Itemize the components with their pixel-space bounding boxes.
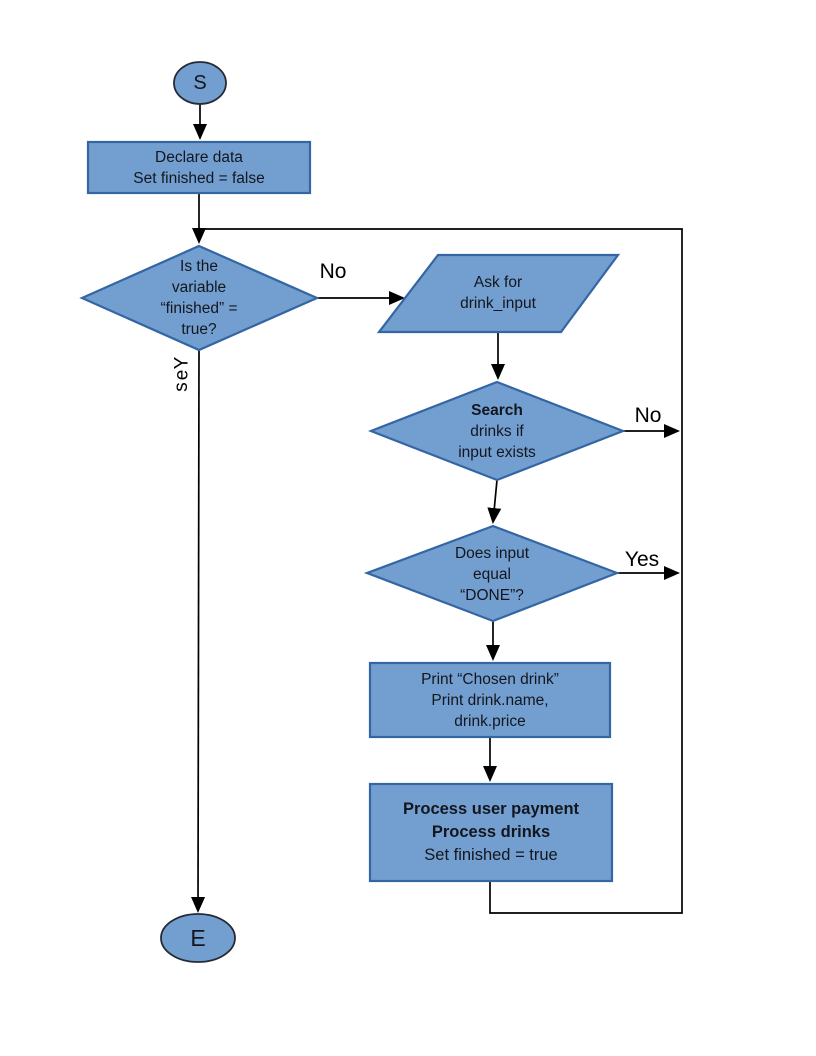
end-terminal-shape: [160, 913, 236, 963]
edge-label-yes-finished: Y e s: [170, 357, 194, 397]
done-check-diamond-shape: [363, 524, 621, 623]
done-check-line: Does input: [454, 544, 530, 562]
search-line: Search: [471, 401, 523, 419]
edge-label-yes-char: Y: [171, 356, 192, 370]
print-line: Print “Chosen drink”: [421, 670, 559, 688]
done-check-line: “DONE”?: [460, 586, 524, 604]
declare-process-shape: [86, 140, 312, 195]
search-line: drinks if: [470, 422, 524, 440]
declare-node-text: Declare data Set finished = false: [88, 142, 310, 193]
finished-check-node-text: Is the variable “finished” = true?: [109, 256, 289, 340]
start-terminal-shape: [173, 61, 227, 105]
declare-line: Declare data: [155, 148, 243, 166]
payment-line: Process user payment: [402, 800, 580, 818]
connector-search-to-done: [487, 479, 502, 524]
finished-check-diamond-shape: [79, 244, 320, 352]
connector-loop-return: [199, 228, 683, 914]
finished-check-line: “finished” =: [160, 300, 238, 317]
payment-line: Process drinks: [431, 823, 551, 841]
finished-check-line: variable: [171, 279, 227, 296]
ask-input-line: Ask for: [473, 274, 523, 291]
print-node-text: Print “Chosen drink” Print drink.name, d…: [370, 663, 610, 737]
ask-input-parallelogram-shape: [376, 253, 621, 334]
finished-check-line: Is the: [180, 258, 218, 275]
payment-node-text: Process user payment Process drinks Set …: [370, 784, 612, 881]
payment-line: Set finished = true: [424, 846, 558, 864]
payment-process-shape: [368, 782, 614, 883]
done-check-node-text: Does input equal “DONE”?: [402, 543, 582, 605]
end-node-label: E: [190, 924, 206, 951]
print-line: drink.price: [454, 712, 526, 730]
search-node-text: Search drinks if input exists: [407, 400, 587, 462]
finished-check-line: true?: [181, 321, 217, 338]
connector-check-yes-to-end: [191, 349, 206, 913]
edge-label-no-search: No: [634, 404, 662, 427]
ask-input-node-text: Ask for drink_input: [408, 272, 588, 314]
edge-label-yes-done: Yes: [624, 548, 660, 571]
edge-label-no-finished: No: [319, 260, 347, 283]
start-node-label: S: [193, 71, 207, 94]
declare-line: Set finished = false: [133, 169, 265, 187]
print-process-shape: [368, 661, 612, 739]
print-line: Print drink.name,: [431, 691, 549, 709]
edge-label-yes-char: e: [170, 369, 192, 381]
search-diamond-shape: [367, 380, 627, 482]
done-check-line: equal: [473, 565, 511, 583]
edge-label-yes-char: s: [171, 382, 192, 392]
ask-input-line: drink_input: [460, 295, 536, 312]
search-line: input exists: [458, 443, 536, 461]
